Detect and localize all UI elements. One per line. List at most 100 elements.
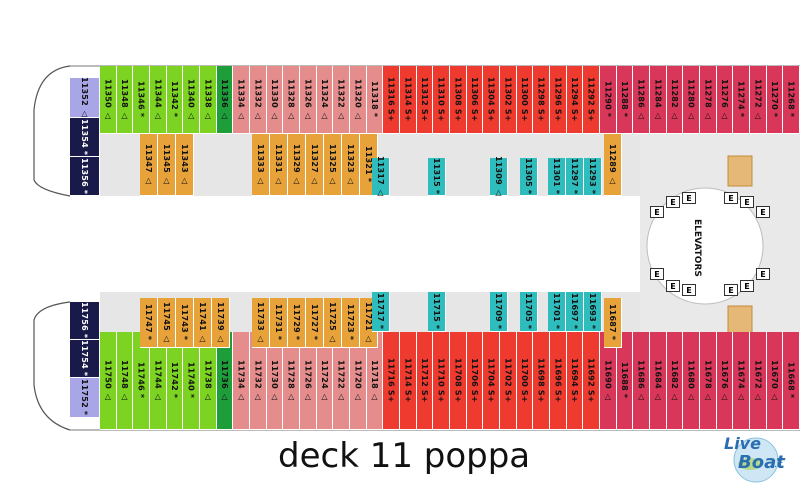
cabin-top-4[interactable]: 11344 △: [150, 66, 167, 134]
cabin-top-7[interactable]: 11338 △: [200, 66, 217, 134]
inner-suite-top-4[interactable]: 11301 *: [548, 158, 566, 196]
inner-suite-bottom-2[interactable]: 11709 *: [490, 292, 508, 332]
inner-cabin-bottom-6[interactable]: 11731 *: [270, 298, 288, 348]
cabin-bottom-6[interactable]: 11740 *: [183, 332, 200, 430]
inner-suite-top-6[interactable]: 11293 *: [584, 158, 602, 196]
inner-cabin-bottom-1[interactable]: 11745 △: [158, 298, 176, 348]
cabin-bottom-30[interactable]: 11692 S+: [583, 332, 600, 430]
inner-suite-bottom-5[interactable]: 11697 *: [566, 292, 584, 332]
inner-suite-bottom-0[interactable]: 11717 *: [372, 292, 390, 332]
cabin-top-14[interactable]: 11324 △: [316, 66, 334, 134]
cabin-top-36[interactable]: 11280 △: [683, 66, 700, 134]
cabin-top-24[interactable]: 11304 S+: [483, 66, 500, 134]
cabin-top-35[interactable]: 11282 △: [666, 66, 684, 134]
cabin-top-30[interactable]: 11292 S+: [583, 66, 600, 134]
cabin-bottom-34[interactable]: 11684 △: [650, 332, 667, 430]
cabin-bottom-37[interactable]: 11678 △: [700, 332, 717, 430]
inner-cabin-bottom-5[interactable]: 11733 △: [252, 298, 270, 348]
inner-cabin-top-3[interactable]: 11333 △: [252, 134, 270, 196]
stern-suite-top-0[interactable]: 11354 *: [70, 118, 100, 157]
cabin-bottom-17[interactable]: 11718 △: [366, 332, 384, 430]
cabin-top-21[interactable]: 11310 S+: [433, 66, 450, 134]
inner-cabin-top-0[interactable]: 11347 △: [140, 134, 158, 196]
stern-suite-bottom-1[interactable]: 11754 *: [70, 340, 100, 378]
cabin-top-8[interactable]: 11336 △: [216, 66, 234, 134]
cabin-top-6[interactable]: 11340 △: [183, 66, 200, 134]
cabin-bottom-18[interactable]: 11716 S+: [383, 332, 400, 430]
inner-suite-top-2[interactable]: 11309 △: [490, 156, 508, 197]
cabin-top-42[interactable]: 11268 *: [783, 66, 800, 134]
cabin-bottom-41[interactable]: 11670 △: [766, 332, 784, 430]
cabin-top-28[interactable]: 11296 S+: [550, 66, 567, 134]
stern-suite-bottom-0[interactable]: 11756 *: [70, 302, 100, 340]
inner-cabin-bottom-3[interactable]: 11741 △: [194, 298, 212, 348]
cabin-bottom-14[interactable]: 11724 △: [316, 332, 334, 430]
cabin-top-23[interactable]: 11306 S+: [466, 66, 484, 134]
cabin-top-27[interactable]: 11298 S+: [533, 66, 550, 134]
inner-cabin-top-8[interactable]: 11323 △: [342, 134, 360, 196]
inner-cabin-bottom-4[interactable]: 11739 △: [212, 298, 230, 348]
inner-cabin-top-10[interactable]: 11289 △: [604, 134, 622, 196]
cabin-bottom-3[interactable]: 11746 *: [133, 332, 150, 430]
cabin-top-5[interactable]: 11342 *: [166, 66, 184, 134]
cabin-bottom-8[interactable]: 11736 △: [216, 332, 234, 430]
cabin-bottom-12[interactable]: 11728 △: [283, 332, 300, 430]
cabin-bottom-5[interactable]: 11742 *: [166, 332, 184, 430]
inner-cabin-bottom-9[interactable]: 11725 △: [324, 298, 342, 348]
cabin-bottom-32[interactable]: 11688 *: [616, 332, 634, 430]
cabin-bottom-36[interactable]: 11680 △: [683, 332, 700, 430]
cabin-bottom-35[interactable]: 11682 △: [666, 332, 684, 430]
cabin-bottom-38[interactable]: 11676 △: [716, 332, 734, 430]
inner-suite-top-5[interactable]: 11297 *: [566, 158, 584, 196]
cabin-top-32[interactable]: 11288 *: [616, 66, 634, 134]
inner-cabin-bottom-10[interactable]: 11723 *: [342, 298, 360, 348]
cabin-top-33[interactable]: 11286 △: [633, 66, 650, 134]
cabin-top-2[interactable]: 11348 △: [116, 66, 134, 134]
cabin-top-39[interactable]: 11274 *: [733, 66, 750, 134]
inner-cabin-top-1[interactable]: 11345 △: [158, 134, 176, 196]
cabin-bottom-4[interactable]: 11744 △: [150, 332, 167, 430]
inner-cabin-top-5[interactable]: 11329 △: [288, 134, 306, 196]
inner-cabin-top-2[interactable]: 11343 △: [176, 134, 194, 196]
cabin-bottom-11[interactable]: 11730 △: [266, 332, 284, 430]
cabin-bottom-21[interactable]: 11710 S+: [433, 332, 450, 430]
cabin-top-11[interactable]: 11330 △: [266, 66, 284, 134]
cabin-top-10[interactable]: 11332 △: [250, 66, 267, 134]
cabin-top-3[interactable]: 11346 *: [133, 66, 150, 134]
cabin-top-17[interactable]: 11318 *: [366, 66, 384, 134]
cabin-bottom-25[interactable]: 11702 S+: [500, 332, 517, 430]
cabin-top-40[interactable]: 11272 △: [750, 66, 767, 134]
cabin-top-19[interactable]: 11314 S+: [400, 66, 417, 134]
cabin-top-37[interactable]: 11278 △: [700, 66, 717, 134]
inner-suite-bottom-3[interactable]: 11705 *: [520, 292, 538, 332]
cabin-bottom-0[interactable]: 11752 *: [70, 378, 100, 418]
cabin-top-41[interactable]: 11270 *: [766, 66, 784, 134]
cabin-bottom-27[interactable]: 11698 S+: [533, 332, 550, 430]
cabin-bottom-1[interactable]: 11750 △: [100, 332, 117, 430]
inner-suite-top-0[interactable]: 11317 △: [372, 156, 390, 197]
cabin-top-20[interactable]: 11312 S+: [416, 66, 434, 134]
cabin-bottom-40[interactable]: 11672 △: [750, 332, 767, 430]
cabin-bottom-42[interactable]: 11668 *: [783, 332, 800, 430]
cabin-top-9[interactable]: 11334 △: [233, 66, 250, 134]
cabin-bottom-20[interactable]: 11712 S+: [416, 332, 434, 430]
inner-suite-bottom-1[interactable]: 11715 *: [428, 292, 446, 332]
cabin-bottom-16[interactable]: 11720 △: [350, 332, 367, 430]
cabin-bottom-9[interactable]: 11734 △: [233, 332, 250, 430]
cabin-top-18[interactable]: 11316 S+: [383, 66, 400, 134]
inner-cabin-bottom-12[interactable]: 11687 *: [604, 298, 622, 348]
cabin-top-34[interactable]: 11284 △: [650, 66, 667, 134]
cabin-bottom-2[interactable]: 11748 △: [116, 332, 134, 430]
cabin-bottom-24[interactable]: 11704 S+: [483, 332, 500, 430]
inner-suite-bottom-6[interactable]: 11693 *: [584, 292, 602, 332]
cabin-bottom-29[interactable]: 11694 S+: [566, 332, 584, 430]
inner-cabin-bottom-8[interactable]: 11727 *: [306, 298, 324, 348]
cabin-bottom-26[interactable]: 11700 S+: [516, 332, 534, 430]
cabin-bottom-22[interactable]: 11708 S+: [450, 332, 467, 430]
cabin-bottom-23[interactable]: 11706 S+: [466, 332, 484, 430]
cabin-top-26[interactable]: 11300 S+: [516, 66, 534, 134]
cabin-top-12[interactable]: 11328 △: [283, 66, 300, 134]
cabin-bottom-7[interactable]: 11738 △: [200, 332, 217, 430]
cabin-bottom-28[interactable]: 11696 S+: [550, 332, 567, 430]
inner-cabin-top-7[interactable]: 11325 △: [324, 134, 342, 196]
